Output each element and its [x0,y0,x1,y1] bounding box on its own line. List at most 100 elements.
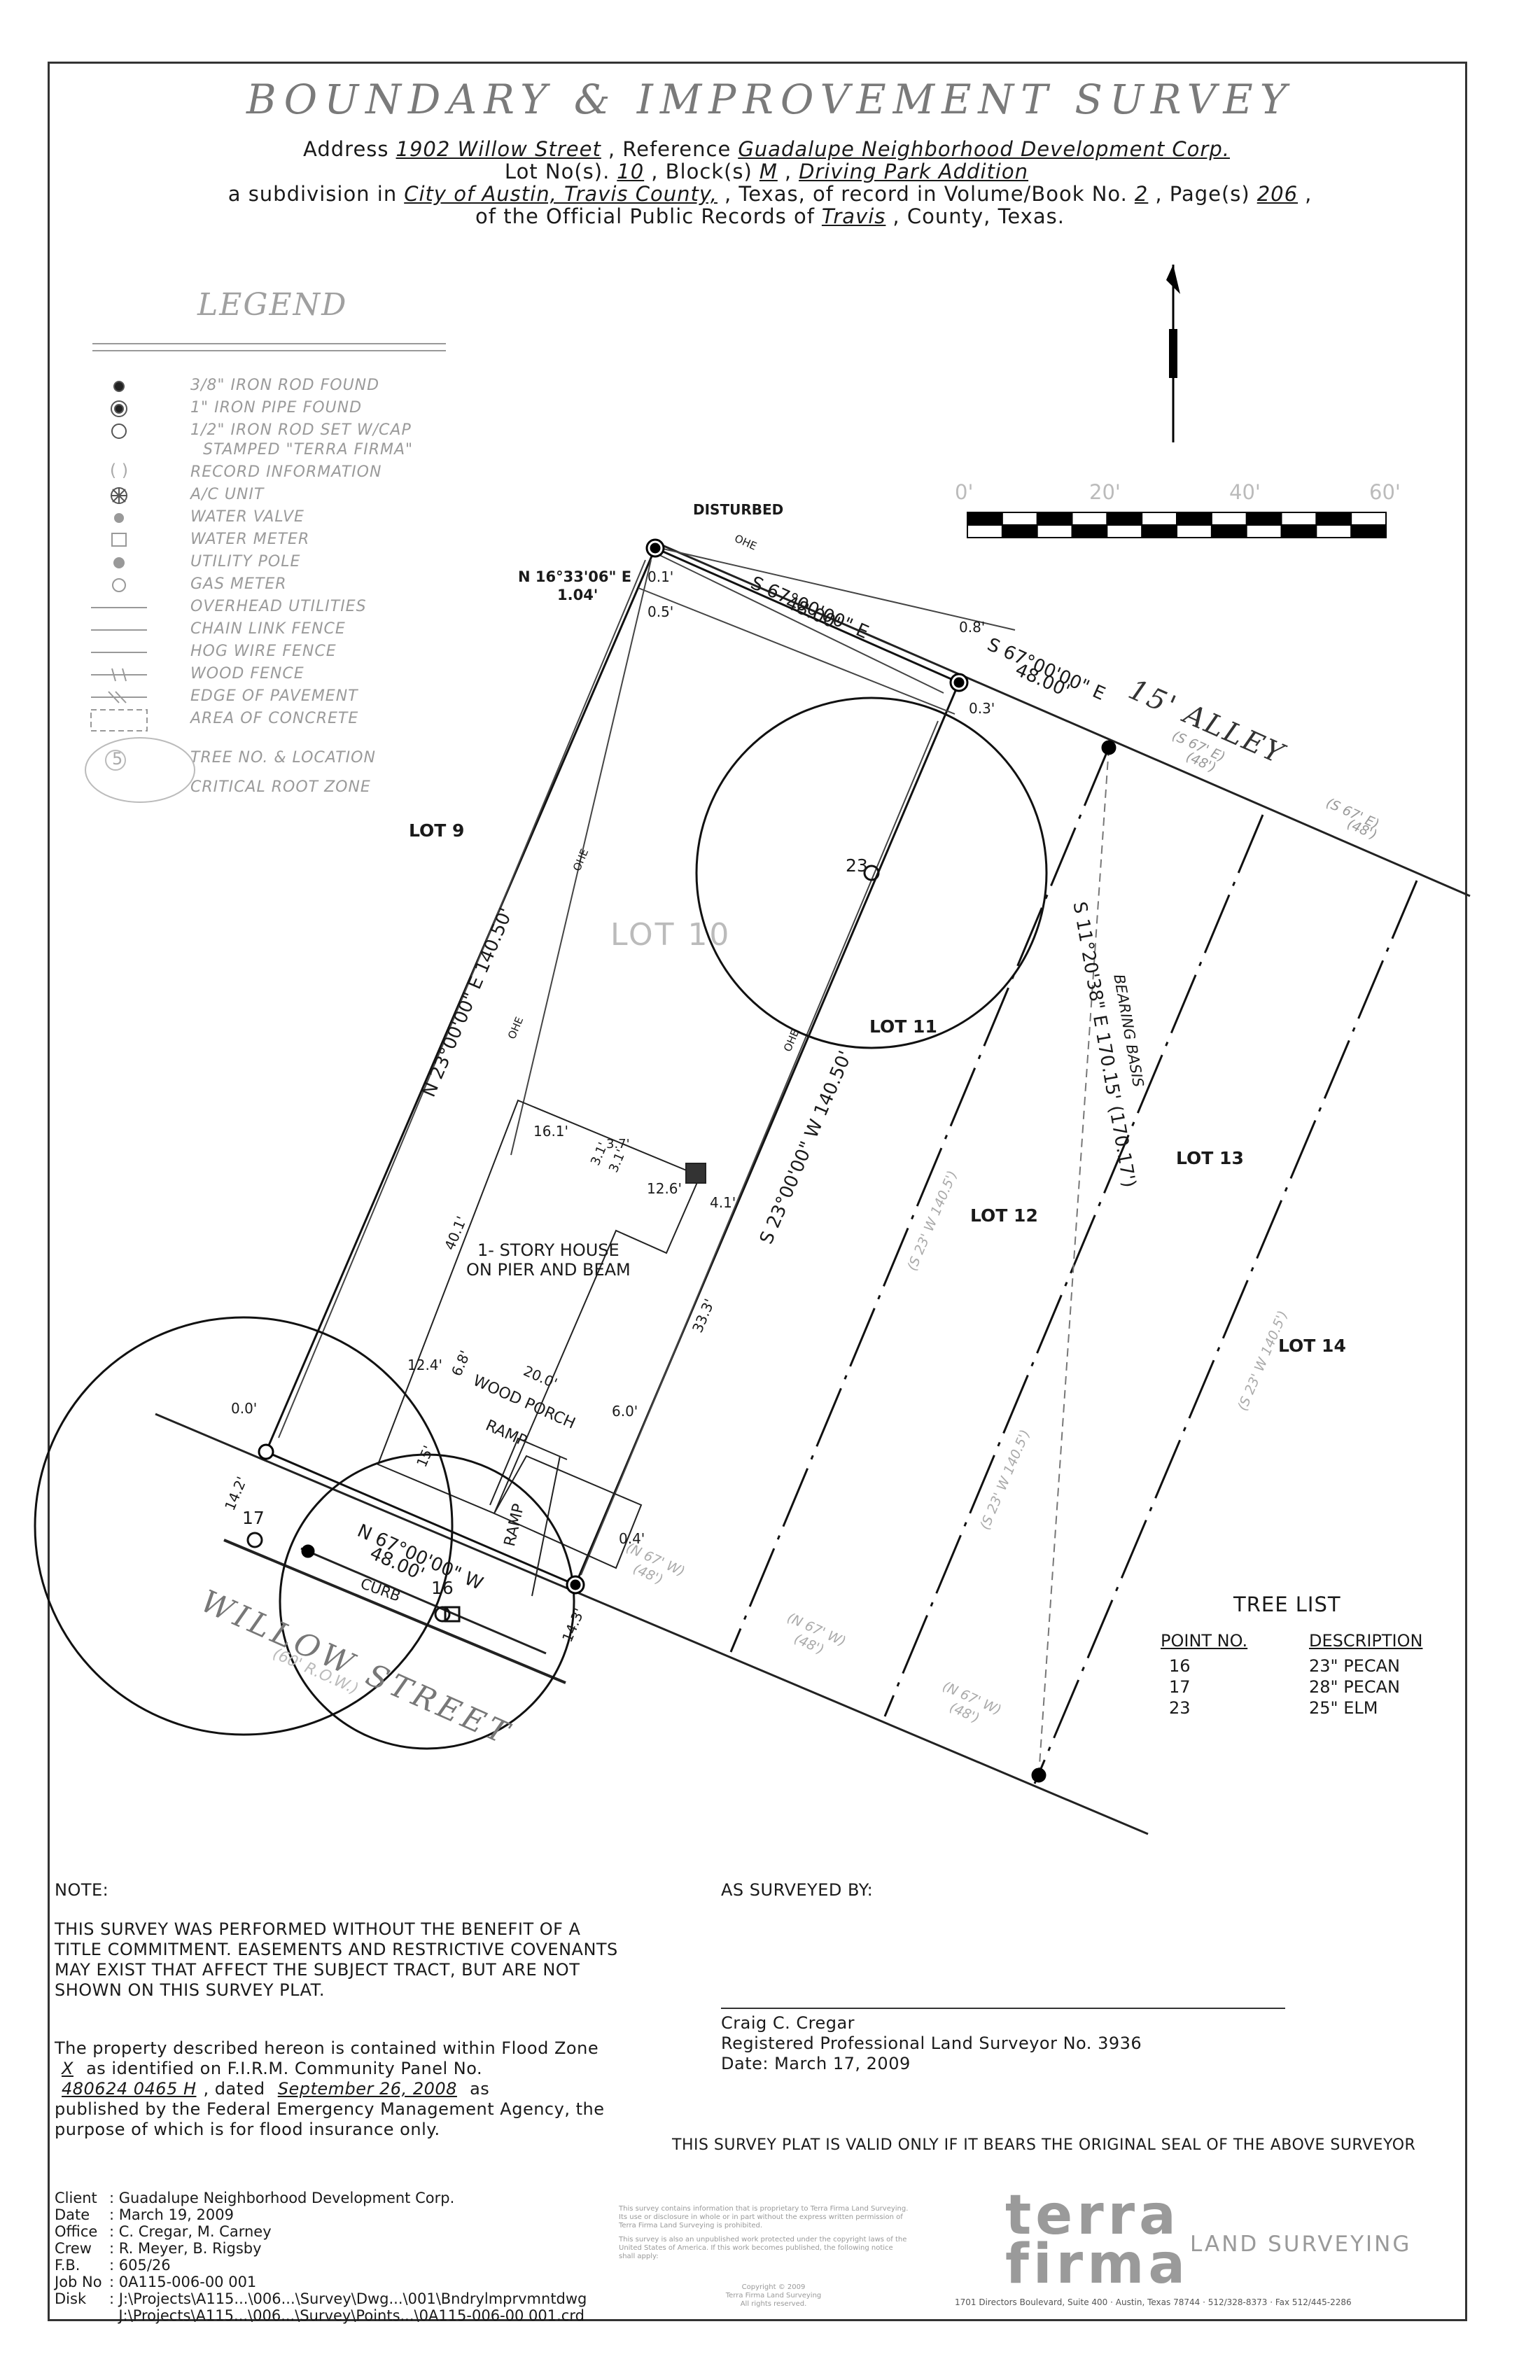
fineprint: This survey contains information that is… [619,2205,969,2261]
legend-item-water-valve: WATER VALVE [190,508,304,526]
record-info-symbol: ( ) [109,461,129,480]
info-label: Office [55,2223,98,2240]
wood-porch-outline [493,1455,643,1569]
label-address: Address [303,137,389,161]
bearing-basis-line [1038,747,1110,1776]
lot-13-label: LOT 13 [1176,1148,1244,1168]
lot-14-label: LOT 14 [1278,1336,1346,1356]
info-value: C. Cregar, M. Carney [118,2223,272,2240]
legend-item-root-zone: CRITICAL ROOT ZONE [190,778,371,796]
job-info-table: Client: Guadalupe Neighborhood Developme… [55,2190,587,2324]
legend-symbol-graphics [85,381,195,803]
label-comma: , [784,160,792,183]
info-row: Job No: 0A115-006-00 001 [55,2274,257,2290]
legend-rule-2 [92,350,446,351]
scale-bar [967,512,1387,538]
tree-list-header-point: POINT NO. [1161,1631,1248,1651]
flood-as-label: as [470,2079,490,2099]
info-value: J:\Projects\A115...\006...\Survey\Dwg...… [118,2290,587,2307]
copyright-line: Copyright © 2009 [741,2283,806,2291]
info-row: Crew: R. Meyer, B. Rigsby [55,2240,262,2257]
east-fence [580,720,939,1576]
fence-lines [278,545,1016,1576]
info-value: 0A115-006-00 001 [118,2274,257,2290]
info-value: 605/26 [118,2257,171,2274]
north-arrow-head [1166,265,1180,294]
fineprint-line: shall apply: [619,2253,659,2260]
scale-cell [1280,524,1317,538]
water-valve-icon [114,513,124,523]
legend-item-chain-link: CHAIN LINK FENCE [190,620,346,638]
scale-cell [1141,524,1177,538]
nw-corner-pipe-center-icon [650,542,661,554]
gas-meter-icon [112,578,126,592]
surveyor-heading: AS SURVEYED BY: [721,1880,874,1900]
copyright: Copyright © 2009 Terra Firma Land Survey… [707,2283,840,2309]
surveyor-date: Date: March 17, 2009 [721,2054,911,2073]
dim-0-8: 0.8' [959,619,986,636]
company-address: 1701 Directors Boulevard, Suite 400 · Au… [955,2297,1352,2307]
dim-0-1: 0.1' [648,568,674,585]
north-fence-2 [638,587,955,715]
house-label-line-1: 1- STORY HOUSE [477,1240,620,1260]
scale-cell [1106,512,1143,526]
tie-bearing-label: N 16°33'06" E [518,568,632,585]
info-row: Client: Guadalupe Neighborhood Developme… [55,2190,455,2206]
lot-value: 10 [617,160,645,183]
legend-item-wood-fence: WOOD FENCE [190,665,304,682]
fineprint-line: Terra Firma Land Surveying is prohibited… [619,2222,763,2230]
dim-3-7: 3.7' [606,1137,630,1152]
tree-list-row-description: 23" PECAN [1309,1656,1400,1676]
house-label: 1- STORY HOUSE ON PIER AND BEAM [466,1240,631,1280]
flood-line-5: purpose of which is for flood insurance … [55,2120,440,2139]
lot-11-12-line [729,747,1110,1653]
info-label: F.B. [55,2257,80,2274]
legend-item-tree: TREE NO. & LOCATION [190,749,376,766]
concrete-area-icon [90,709,148,732]
legend-item-water-meter: WATER METER [190,531,310,548]
pavement-edge [223,1539,566,1684]
iron-pipe-center-icon [114,404,124,414]
city-value: City of Austin, Travis County, [404,182,718,206]
fineprint-line: This survey contains information that is… [619,2205,909,2213]
surveyor-license: Registered Professional Land Surveyor No… [721,2033,1142,2053]
water-meter-icon [111,533,127,547]
note-line: SHOWN ON THIS SURVEY PLAT. [55,1980,326,2000]
dim-16-1: 16.1' [533,1123,569,1140]
legend-item-gas-meter: GAS METER [190,575,287,593]
legend-item-utility-pole: UTILITY POLE [190,553,301,570]
lot-13-14-line [1033,880,1418,1784]
note-line: TITLE COMMITMENT. EASEMENTS AND RESTRICT… [55,1940,618,1959]
addition-value: Driving Park Addition [799,160,1029,183]
volume-value: 2 [1134,182,1149,206]
label-county: , County, Texas. [892,204,1065,228]
rod-set-icon [111,424,127,439]
fineprint-line: Its use or disclosure in whole or in par… [619,2213,903,2221]
west-fence [278,559,646,1438]
tree-list-row-description: 25" ELM [1309,1698,1378,1718]
legend-tree-number: 5 [112,749,123,769]
tree-list-row-point: 23 [1169,1698,1191,1718]
logo-word-firma: firma [1005,2233,1190,2296]
scale-cells [967,512,1387,538]
tree-list-row-description: 28" PECAN [1309,1677,1400,1697]
lot-9-label: LOT 9 [409,820,465,841]
ac-unit-cross-icon [111,487,127,504]
county-value: Travis [821,204,886,228]
tree-list-row-point: 16 [1169,1656,1191,1676]
dim-0-4: 0.4' [619,1530,645,1547]
street-lines [155,539,1471,1835]
address-value: 1902 Willow Street [396,137,601,161]
info-value: J:\Projects\A115...\006...\Survey\Points… [118,2307,584,2324]
info-value: March 19, 2009 [118,2206,234,2223]
flood-zone-value: X [62,2059,74,2078]
tree-graphics [34,696,1048,1750]
scale-cell [1210,524,1247,538]
se-corner-pipe-center-icon [570,1579,581,1590]
tree-list-title: TREE LIST [1233,1592,1341,1616]
